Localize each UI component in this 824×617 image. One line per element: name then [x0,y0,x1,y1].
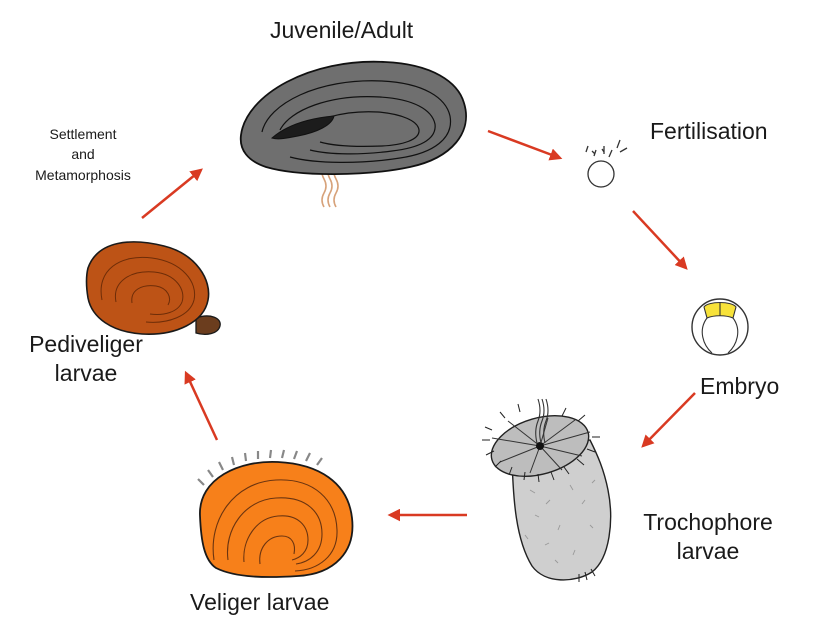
label-settlement-metamorphosis: Settlement and Metamorphosis [18,124,148,185]
label-pediveliger-larvae: Pediveliger larvae [6,330,166,388]
adult-oyster-shell-icon [241,62,466,207]
arrow-veliger-to-pediveliger [186,373,217,440]
label-juvenile-adult: Juvenile/Adult [270,16,413,45]
label-metamorphosis: Metamorphosis [18,165,148,185]
arrow-fertilisation-to-embryo [633,211,686,268]
label-veliger-larvae: Veliger larvae [190,588,329,617]
label-embryo: Embryo [700,372,779,401]
arrow-embryo-to-trochophore [643,393,695,446]
label-and: and [18,144,148,164]
trochophore-larva-icon [482,399,611,582]
label-trochophore-line2: larvae [625,537,791,566]
veliger-larva-icon [198,450,352,577]
embryo-cell-icon [692,299,748,355]
label-settlement: Settlement [18,124,148,144]
cycle-arrows [142,131,695,515]
label-pediveliger-line1: Pediveliger [6,330,166,359]
label-fertilisation: Fertilisation [650,117,768,146]
arrow-pediveliger-to-adult [142,170,201,218]
pediveliger-larva-icon [87,242,221,334]
label-trochophore-line1: Trochophore [625,508,791,537]
egg-and-sperm-icon [586,140,627,187]
label-pediveliger-line2: larvae [6,359,166,388]
arrow-adult-to-fertilisation [488,131,560,158]
label-trochophore-larvae: Trochophore larvae [625,508,791,566]
